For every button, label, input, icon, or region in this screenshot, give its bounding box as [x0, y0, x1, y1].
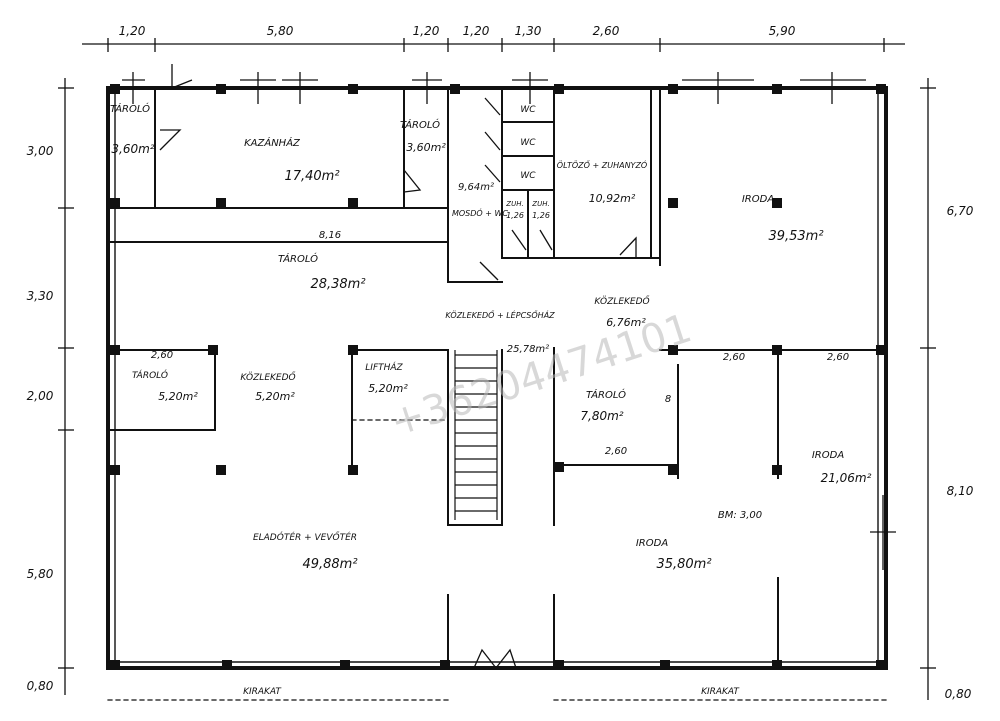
room-area-iroda-3: 35,80m² [656, 557, 711, 572]
room-name-taroló-1: TÁROLÓ [110, 102, 150, 115]
room-name-taroló-2: TÁROLÓ [400, 118, 440, 131]
inner-dimension-labels: 8,16 2,60 2,60 2,60 2,60 8 [151, 230, 849, 457]
room-name-lifthaz: LIFTHÁZ [365, 361, 403, 373]
dim-left-2: 3,30 [27, 289, 54, 303]
inner-dim-260-c: 2,60 [827, 352, 849, 363]
staircase [454, 350, 498, 520]
inner-dim-8: 8 [665, 394, 671, 405]
dim-top-7: 5,90 [769, 24, 796, 38]
walls [106, 86, 888, 701]
room-area-ozlozo: 10,92m² [589, 192, 636, 205]
room-name-ozlozo: ÖLTÖZŐ + ZUHANYZÓ [557, 159, 647, 170]
room-name-taroló-small: TÁROLÓ [132, 369, 168, 381]
room-name-iroda-3: IRODA [636, 538, 668, 549]
room-labels: TÁROLÓ 3,60m² KAZÁNHÁZ 17,40m² TÁROLÓ 3,… [110, 102, 872, 697]
dim-top-3: 1,20 [413, 24, 440, 38]
dim-top-2: 5,80 [267, 24, 294, 38]
room-name-kazanhaz: KAZÁNHÁZ [244, 136, 301, 149]
dim-right-2: 8,10 [947, 484, 974, 498]
room-area-taroló-main: 28,38m² [310, 277, 365, 292]
dimension-labels: 1,20 5,80 1,20 1,20 1,30 2,60 5,90 3,00 … [27, 24, 974, 701]
room-name-kozlekedo-lepcsohaz: KÖZLEKEDŐ + LÉPCSŐHÁZ [445, 309, 555, 320]
dim-left-1: 3,00 [27, 144, 54, 158]
dimension-lines [58, 38, 936, 700]
wc-label-1: WC [520, 105, 536, 115]
phone-watermark: +36204474101 [385, 305, 697, 446]
room-area-taroló-1: 3,60m² [111, 142, 154, 156]
room-area-taroló-center: 7,80m² [580, 409, 623, 423]
room-name-zuhany-2: ZUH. [531, 200, 549, 208]
room-area-kozlekedo-lepcsohaz: 25,78m² [507, 344, 549, 355]
kirakat-right-label: KIRAKAT [701, 687, 740, 697]
window-marks [122, 72, 896, 570]
door-swings [159, 64, 637, 670]
inner-dim-816: 8,16 [319, 230, 341, 241]
columns [110, 84, 886, 670]
inner-dim-260-d: 2,60 [605, 446, 627, 457]
room-area-taroló-small: 5,20m² [158, 390, 198, 403]
dim-right-1: 6,70 [947, 204, 974, 218]
wc-label-2: WC [520, 138, 536, 148]
room-name-taroló-main: TÁROLÓ [278, 252, 318, 265]
room-name-iroda-1: IRODA [742, 194, 774, 205]
dim-left-5: 0,80 [27, 679, 54, 693]
dim-right-3: 0,80 [945, 687, 972, 701]
room-area-kozlekedo-left: 5,20m² [255, 390, 295, 403]
room-name-kozlekedo-left: KÖZLEKEDŐ [240, 372, 295, 383]
room-area-iroda-2: 21,06m² [821, 471, 872, 485]
dim-top-4: 1,20 [463, 24, 490, 38]
wc-label-3: WC [520, 171, 536, 181]
room-area-iroda-1: 39,53m² [768, 229, 823, 244]
room-area-moso: 9,64m² [458, 182, 494, 193]
room-name-iroda-2: IRODA [812, 450, 844, 461]
inner-dim-260-a: 2,60 [151, 350, 173, 361]
room-area-taroló-2: 3,60m² [406, 141, 446, 154]
room-area-elado: 49,88m² [302, 557, 357, 572]
room-area-kazanhaz: 17,40m² [284, 169, 339, 184]
room-area-lifthaz: 5,20m² [368, 382, 408, 395]
inner-dim-260-b: 2,60 [723, 352, 745, 363]
dim-left-4: 5,80 [27, 567, 54, 581]
room-name-zuhany-1: ZUH. [505, 200, 523, 208]
room-name-moso: MOSDÓ + WC [452, 207, 508, 218]
dim-top-5: 1,30 [515, 24, 542, 38]
kirakat-left-label: KIRAKAT [243, 687, 282, 697]
dim-top-6: 2,60 [593, 24, 620, 38]
room-name-kozlekedo-right: KÖZLEKEDŐ [594, 296, 649, 307]
dim-top-1: 1,20 [119, 24, 146, 38]
dim-left-3: 2,00 [27, 389, 54, 403]
room-area-kozlekedo-right: 6,76m² [606, 316, 646, 329]
ceiling-height-note: BM: 3,00 [718, 510, 762, 521]
room-name-taroló-center: TÁROLÓ [586, 388, 626, 401]
room-area-zuhany-1: 1,26 [506, 211, 524, 220]
room-area-zuhany-2: 1,26 [532, 211, 550, 220]
room-name-elado: ELADÓTÉR + VEVŐTÉR [253, 531, 357, 543]
